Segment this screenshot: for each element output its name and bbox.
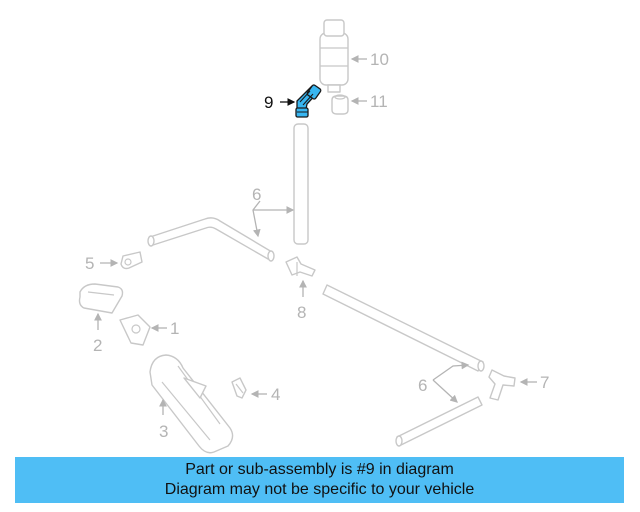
hose-long-diagonal[interactable] (322, 284, 485, 372)
callout-5: 5 (85, 254, 94, 273)
part-4-bolt[interactable] (231, 377, 247, 399)
callout-6-lower: 6 (418, 376, 427, 395)
part-9-elbow-connector[interactable] (295, 84, 322, 118)
hose-upper-bent[interactable] (147, 217, 275, 262)
callout-7: 7 (540, 373, 549, 392)
part-11-grommet[interactable] (331, 94, 349, 115)
part-7-y-connector[interactable] (488, 369, 516, 401)
part-3-washer-cylinder[interactable] (149, 354, 234, 454)
part-2-nozzle-cover[interactable] (78, 283, 124, 314)
callout-4: 4 (271, 385, 280, 404)
callout-1: 1 (170, 319, 179, 338)
callout-6-upper: 6 (252, 185, 261, 204)
info-banner: Part or sub-assembly is #9 in diagram Di… (15, 457, 624, 503)
part-5-nozzle-connector[interactable] (120, 251, 143, 270)
callout-3: 3 (159, 422, 168, 441)
callout-2: 2 (93, 336, 102, 355)
callout-9: 9 (264, 93, 273, 112)
callout-8: 8 (297, 303, 306, 322)
part-1-nozzle[interactable] (119, 314, 151, 346)
part-8-t-connector[interactable] (285, 256, 316, 277)
callout-11: 11 (370, 92, 388, 111)
banner-line-2: Diagram may not be specific to your vehi… (164, 481, 475, 498)
callout-10: 10 (370, 50, 389, 69)
hose-lower-short[interactable] (395, 396, 483, 447)
banner-line-1: Part or sub-assembly is #9 in diagram (185, 461, 454, 478)
hose-vertical[interactable] (293, 123, 309, 245)
part-10-washer-pump[interactable] (319, 19, 349, 93)
